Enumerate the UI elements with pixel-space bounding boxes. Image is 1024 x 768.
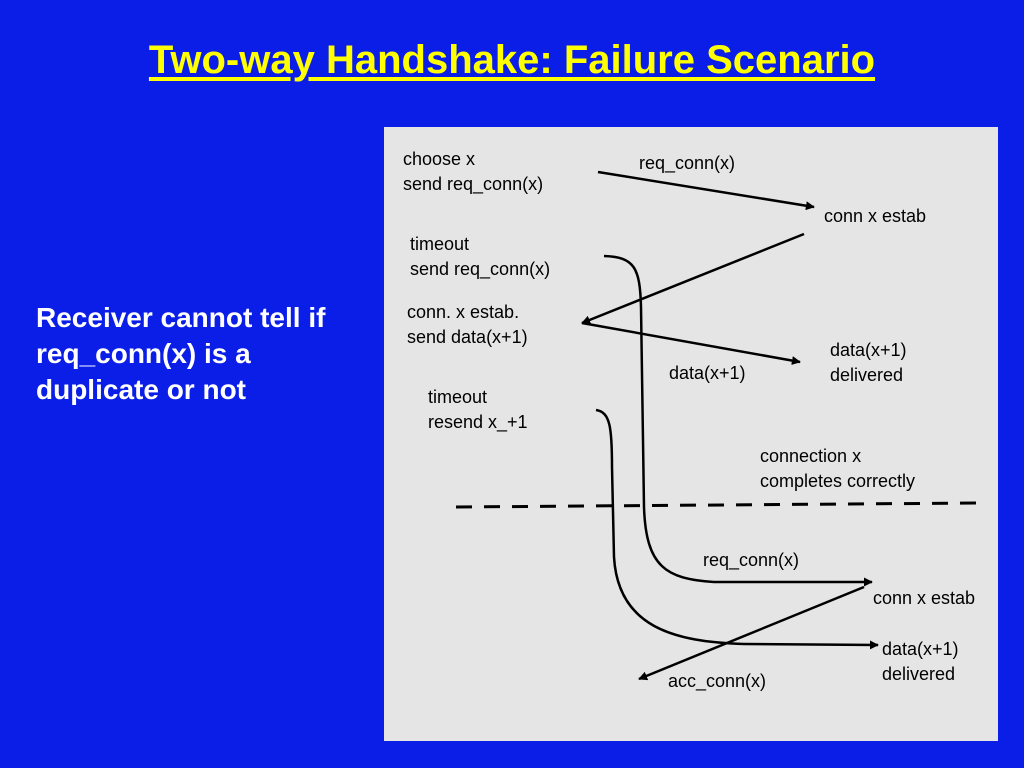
label-msg-req-conn-1: req_conn(x) (639, 153, 736, 173)
label-choose-x: choose x send req_conn(x) (403, 149, 544, 194)
handshake-diagram: choose x send req_conn(x) req_conn(x) co… (384, 127, 998, 741)
arrow-data-1 (581, 321, 801, 366)
label-msg-acc-conn: acc_conn(x) (668, 671, 767, 691)
arrow-req-conn-1 (597, 170, 815, 211)
label-completes: connection x completes correctly (760, 446, 916, 491)
arrow-data-duplicate (595, 408, 879, 650)
label-conn-estab-2: conn x estab (873, 588, 976, 608)
label-msg-req-conn-2: req_conn(x) (703, 550, 800, 570)
label-delivered-2: data(x+1) delivered (882, 639, 959, 684)
label-delivered-1: data(x+1) delivered (830, 340, 907, 385)
arrow-acc-conn (638, 585, 865, 681)
slide-title: Two-way Handshake: Failure Scenario (148, 38, 876, 82)
label-timeout-2: timeout resend x_+1 (428, 387, 528, 432)
label-msg-data-1: data(x+1) (669, 363, 746, 383)
label-timeout-1: timeout send req_conn(x) (410, 234, 551, 279)
diagram-lines (455, 170, 979, 681)
arrow-req-conn-duplicate (603, 254, 873, 587)
separator-dashed-line (455, 501, 979, 509)
label-conn-estab-1: conn x estab (824, 206, 927, 226)
side-note: Receiver cannot tell if req_conn(x) is a… (36, 302, 326, 405)
label-conn-estab-send-data: conn. x estab. send data(x+1) (407, 302, 528, 347)
arrow-conn-estab-reply (581, 232, 805, 325)
